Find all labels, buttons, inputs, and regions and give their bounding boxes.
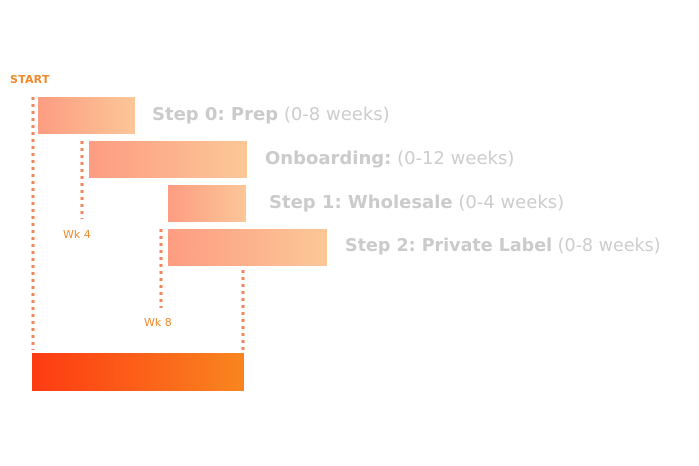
total-duration-bar bbox=[32, 353, 244, 391]
bar-step-2-private-label bbox=[168, 229, 327, 266]
step-name: Step 1: Wholesale bbox=[269, 192, 453, 213]
milestone-wk8: Wk 8 bbox=[144, 316, 172, 329]
bar-step-1-wholesale bbox=[168, 185, 246, 222]
bar-step-0-prep bbox=[38, 97, 135, 134]
milestone-wk4: Wk 4 bbox=[63, 228, 91, 241]
bar-onboarding bbox=[89, 141, 247, 178]
label-step-2-private-label: Step 2: Private Label (0-8 weeks) bbox=[345, 236, 661, 256]
step-duration: (0-8 weeks) bbox=[557, 236, 661, 256]
step-duration: (0-12 weeks) bbox=[397, 148, 515, 169]
step-name: Step 2: Private Label bbox=[345, 236, 553, 256]
label-onboarding: Onboarding: (0-12 weeks) bbox=[265, 150, 514, 168]
start-label: START bbox=[10, 73, 50, 86]
step-name: Onboarding: bbox=[265, 148, 392, 169]
step-name: Step 0: Prep bbox=[152, 104, 279, 125]
label-step-1-wholesale: Step 1: Wholesale (0-4 weeks) bbox=[269, 194, 564, 212]
step-duration: (0-4 weeks) bbox=[458, 192, 565, 213]
step-duration: (0-8 weeks) bbox=[283, 104, 390, 125]
label-step-0-prep: Step 0: Prep (0-8 weeks) bbox=[152, 106, 390, 124]
